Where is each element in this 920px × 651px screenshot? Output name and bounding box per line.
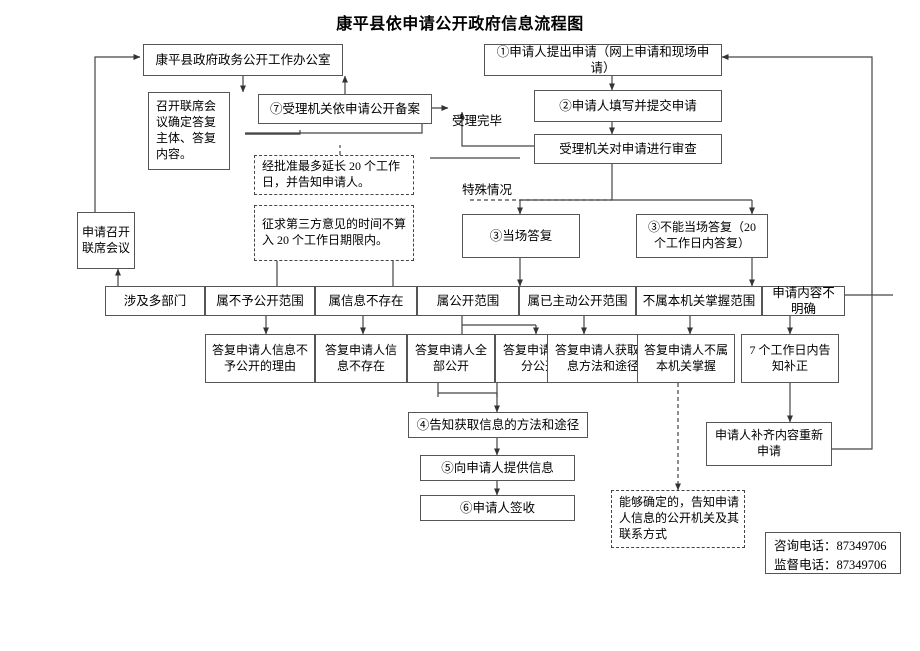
node-extend-20-days[interactable]: 经批准最多延长 20 个工作日，并告知申请人。 bbox=[254, 155, 414, 195]
node-third-party-time[interactable]: 征求第三方意见的时间不算入 20 个工作日期限内。 bbox=[254, 205, 414, 261]
node-office-label: 康平县政府政务公开工作办公室 bbox=[155, 52, 331, 67]
node-step5-provide[interactable]: ⑤向申请人提供信息 bbox=[420, 455, 575, 481]
node-cat-not-public[interactable]: 属不予公开范围 bbox=[205, 286, 315, 316]
page-title: 康平县依申请公开政府信息流程图 bbox=[336, 16, 584, 33]
node-cat-already-public-label: 属已主动公开范围 bbox=[527, 293, 628, 308]
node-ans-reason-not-public-label: 答复申请人信息不予公开的理由 bbox=[211, 342, 308, 373]
node-ans-not-exist-label: 答复申请人信息不存在 bbox=[324, 342, 397, 373]
node-cat-unclear[interactable]: 申请内容不明确 bbox=[762, 286, 845, 316]
node-record-filing-label: ⑦受理机关依申请公开备案 bbox=[269, 101, 420, 116]
node-apply-joint-meeting-label: 申请召开联席会议 bbox=[82, 224, 131, 255]
node-cat-unclear-label: 申请内容不明确 bbox=[772, 285, 835, 317]
node-cat-public[interactable]: 属公开范围 bbox=[417, 286, 519, 316]
node-third-party-time-label: 征求第三方意见的时间不算入 20 个工作日期限内。 bbox=[262, 217, 407, 247]
node-reapply-label: 申请人补齐内容重新申请 bbox=[714, 428, 823, 458]
node-step1-submit-label: ①申请人提出申请（网上申请和现场申请） bbox=[496, 44, 710, 76]
node-ans-full-public[interactable]: 答复申请人全部公开 bbox=[407, 334, 495, 383]
node-if-determinable-label: 能够确定的，告知申请人信息的公开机关及其联系方式 bbox=[619, 495, 740, 541]
node-extend-20-days-label: 经批准最多延长 20 个工作日，并告知申请人。 bbox=[262, 159, 401, 189]
node-joint-meeting-decide[interactable]: 召开联席会议确定答复主体、答复内容。 bbox=[148, 92, 230, 170]
node-apply-joint-meeting[interactable]: 申请召开联席会议 bbox=[77, 212, 135, 269]
node-ans-not-held-label: 答复申请人不属本机关掌握 bbox=[643, 342, 728, 373]
node-step6-receipt-label: ⑥申请人签收 bbox=[459, 500, 535, 515]
node-step6-receipt[interactable]: ⑥申请人签收 bbox=[420, 495, 575, 521]
node-record-filing[interactable]: ⑦受理机关依申请公开备案 bbox=[258, 94, 432, 124]
node-review[interactable]: 受理机关对申请进行审查 bbox=[534, 134, 722, 164]
node-office[interactable]: 康平县政府政务公开工作办公室 bbox=[143, 44, 343, 76]
node-ans-reason-not-public[interactable]: 答复申请人信息不予公开的理由 bbox=[205, 334, 315, 383]
node-not-onsite-reply[interactable]: ③不能当场答复（20 个工作日内答复） bbox=[636, 214, 768, 258]
node-cat-not-exist-label: 属信息不存在 bbox=[328, 293, 404, 308]
node-step1-submit[interactable]: ①申请人提出申请（网上申请和现场申请） bbox=[484, 44, 722, 76]
node-cat-already-public[interactable]: 属已主动公开范围 bbox=[519, 286, 636, 316]
node-step2-fill[interactable]: ②申请人填写并提交申请 bbox=[534, 90, 722, 122]
node-ans-method-label: 答复申请人获取信息方法和途径 bbox=[554, 342, 651, 373]
node-ans-not-held[interactable]: 答复申请人不属本机关掌握 bbox=[637, 334, 735, 383]
node-step5-provide-label: ⑤向申请人提供信息 bbox=[441, 460, 554, 475]
node-step4-inform[interactable]: ④告知获取信息的方法和途径 bbox=[408, 412, 588, 438]
node-if-determinable[interactable]: 能够确定的，告知申请人信息的公开机关及其联系方式 bbox=[611, 490, 745, 548]
node-cat-public-label: 属公开范围 bbox=[436, 293, 500, 308]
node-joint-meeting-decide-label: 召开联席会议确定答复主体、答复内容。 bbox=[156, 99, 217, 161]
node-onsite-reply[interactable]: ③当场答复 bbox=[462, 214, 580, 258]
label-special-case: 特殊情况 bbox=[462, 183, 513, 197]
node-cat-not-public-label: 属不予公开范围 bbox=[216, 293, 304, 308]
node-cat-not-held-label: 不属本机关掌握范围 bbox=[642, 293, 756, 308]
contact-box: 咨询电话：87349706 监督电话：87349706 bbox=[765, 532, 901, 574]
contact-consult: 咨询电话：87349706 bbox=[774, 539, 887, 553]
node-cat-multi-dept[interactable]: 涉及多部门 bbox=[105, 286, 205, 316]
node-not-onsite-reply-label: ③不能当场答复（20 个工作日内答复） bbox=[647, 220, 756, 250]
contact-supervise: 监督电话：87349706 bbox=[774, 557, 887, 572]
node-ans-full-public-label: 答复申请人全部公开 bbox=[414, 342, 487, 373]
node-cat-not-exist[interactable]: 属信息不存在 bbox=[315, 286, 417, 316]
node-ans-not-exist[interactable]: 答复申请人信息不存在 bbox=[315, 334, 407, 383]
node-cat-not-held[interactable]: 不属本机关掌握范围 bbox=[636, 286, 762, 316]
label-accept-done: 受理完毕 bbox=[452, 114, 503, 128]
node-ans-7days[interactable]: 7 个工作日内告知补正 bbox=[741, 334, 839, 383]
node-step4-inform-label: ④告知获取信息的方法和途径 bbox=[416, 417, 580, 432]
node-ans-7days-label: 7 个工作日内告知补正 bbox=[749, 342, 831, 373]
node-onsite-reply-label: ③当场答复 bbox=[489, 228, 553, 243]
node-review-label: 受理机关对申请进行审查 bbox=[559, 141, 697, 156]
node-reapply[interactable]: 申请人补齐内容重新申请 bbox=[706, 422, 832, 466]
node-cat-multi-dept-label: 涉及多部门 bbox=[123, 293, 187, 308]
node-step2-fill-label: ②申请人填写并提交申请 bbox=[559, 98, 697, 113]
